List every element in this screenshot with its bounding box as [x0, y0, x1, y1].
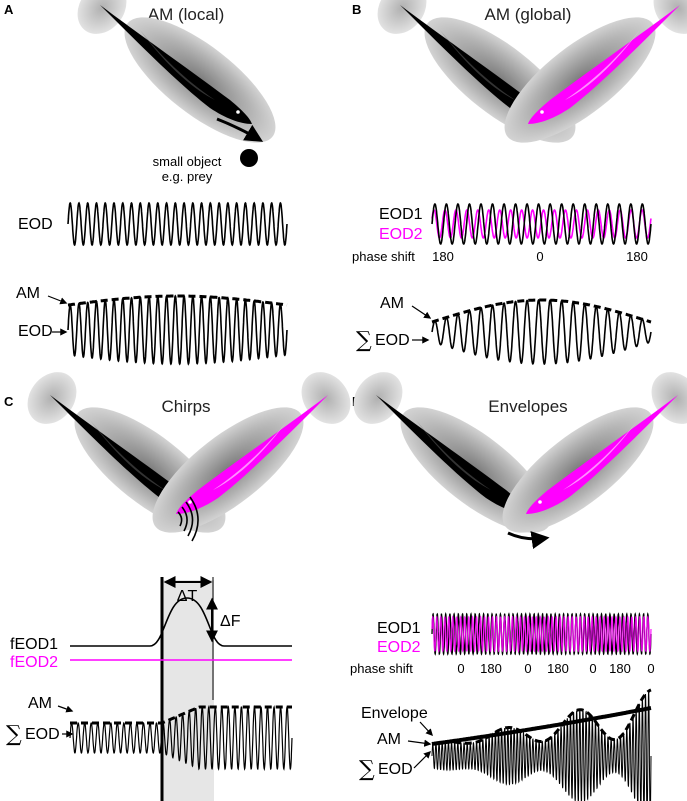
sum-eod-wave [431, 691, 652, 801]
phase-tick: 180 [626, 249, 648, 264]
small-object-icon [240, 149, 258, 167]
phase-tick: 0 [536, 249, 543, 264]
panel-b: B AM (global) EOD1 EOD2 phase shift 180 … [352, 0, 687, 366]
phase-tick: 0 [589, 661, 596, 676]
am-label: AM [28, 695, 52, 712]
sum-symbol: ∑ [359, 757, 375, 782]
panel-b-title: AM (global) [485, 5, 572, 24]
phase-tick: 180 [609, 661, 631, 676]
eod2-label: EOD2 [379, 226, 423, 243]
phase-tick: 180 [547, 661, 569, 676]
object-sublabel: e.g. prey [162, 169, 213, 184]
chirp-waves-icon [177, 496, 199, 542]
approach-arrow-icon [507, 531, 550, 549]
am-envelope [431, 298, 652, 324]
fish-2-icon [484, 362, 687, 554]
sum-symbol: ∑ [6, 722, 22, 747]
am-label: AM [380, 295, 404, 312]
panel-a-letter: A [4, 2, 14, 17]
panel-c: C Chirps ΔT ΔF fEOD1 fEOD2 AM ∑ EOD [4, 362, 361, 801]
sum-eod-wave [69, 704, 293, 772]
delta-t-label: ΔT [177, 588, 198, 605]
eod-label: EOD [18, 216, 53, 233]
eod2-wave [431, 615, 652, 653]
am-envelope [70, 705, 292, 725]
phase-tick: 0 [647, 661, 654, 676]
eod-wave [67, 201, 288, 247]
panel-d: D Envelopes EOD1 EOD2 phase shift 0 180 … [343, 362, 687, 801]
panel-a: A AM (local) small object e.g. prey EOD … [4, 0, 294, 366]
eod-label-2: EOD [18, 323, 53, 340]
panel-c-letter: C [4, 394, 14, 409]
am-eod-wave [67, 294, 288, 366]
eod2-label: EOD2 [377, 639, 421, 656]
envelope-curve [431, 706, 652, 746]
eod1-wave [431, 203, 652, 245]
am-envelope [431, 688, 652, 746]
am-envelope [67, 294, 288, 307]
approach-arrow-icon [216, 117, 264, 142]
phase-shift-label: phase shift [350, 661, 413, 676]
panel-d-title: Envelopes [488, 397, 567, 416]
panel-a-title: AM (local) [148, 5, 225, 24]
feod1-trace [70, 597, 292, 647]
am-label: AM [16, 285, 40, 302]
sum-eod-label: EOD [378, 761, 413, 778]
feod1-label: fEOD1 [10, 636, 58, 653]
feod2-label: fEOD2 [10, 654, 58, 671]
sum-eod-wave [431, 298, 652, 366]
sum-symbol: ∑ [356, 328, 372, 353]
panel-b-letter: B [352, 2, 361, 17]
panel-c-title: Chirps [161, 397, 210, 416]
phase-tick: 180 [480, 661, 502, 676]
eod1-label: EOD1 [379, 206, 423, 223]
delta-f-label: ΔF [220, 613, 241, 630]
am-label: AM [377, 731, 401, 748]
phase-tick: 0 [457, 661, 464, 676]
envelope-label: Envelope [361, 705, 428, 722]
eod1-label: EOD1 [377, 620, 421, 637]
phase-shift-label: phase shift [352, 249, 415, 264]
object-label: small object [153, 154, 222, 169]
phase-tick: 180 [432, 249, 454, 264]
phase-tick: 0 [524, 661, 531, 676]
sum-eod-label: EOD [375, 332, 410, 349]
sum-eod-label: EOD [25, 726, 60, 743]
